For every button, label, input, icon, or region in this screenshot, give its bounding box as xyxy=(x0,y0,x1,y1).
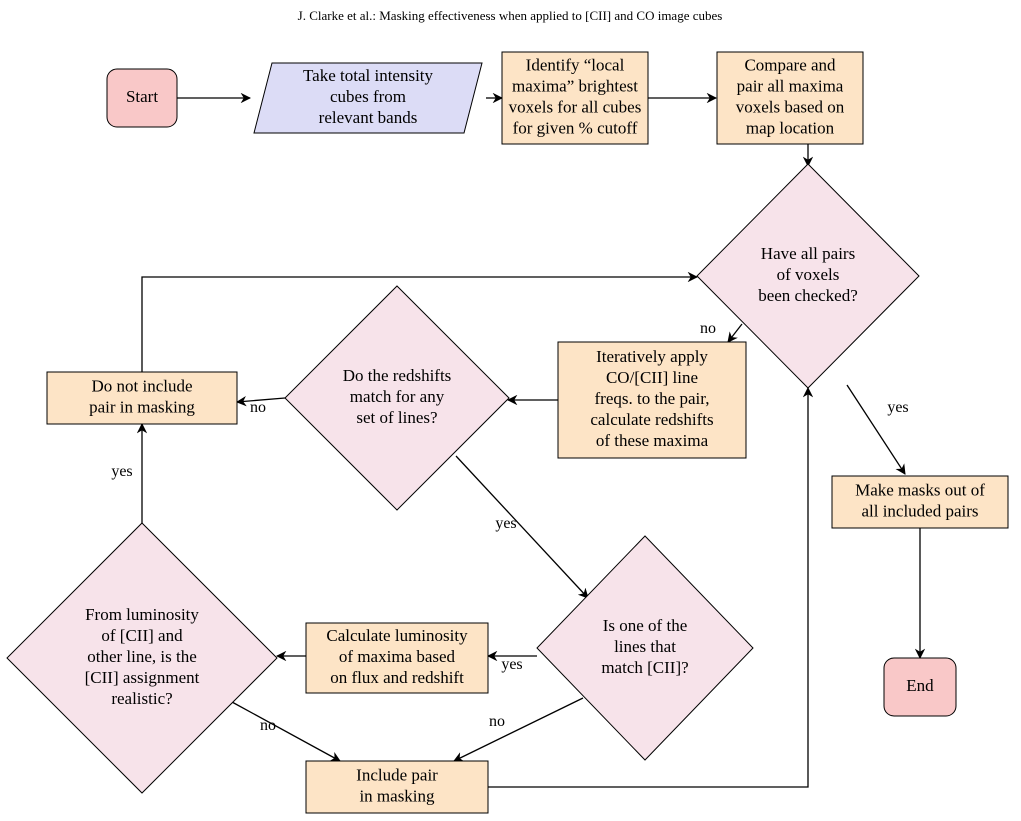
node-shape-calc_lum xyxy=(305,622,489,694)
node-shape-include_pair xyxy=(305,760,489,814)
edges-layer xyxy=(136,92,926,788)
node-shape-make_masks xyxy=(831,475,1009,529)
node-text-make_masks: all included pairs xyxy=(861,501,978,520)
node-text-compare_pair: voxels based on xyxy=(736,97,845,116)
node-shape-is_cii xyxy=(536,535,754,761)
node-text-make_masks: Make masks out of xyxy=(855,480,985,499)
node-text-include_pair: in masking xyxy=(359,786,435,805)
node-realistic: From luminosity of [CII] and other line, i… xyxy=(6,522,278,794)
node-shape-realistic xyxy=(6,522,278,794)
node-take_cubes: Take total intensity cubes from relevant b… xyxy=(253,62,483,134)
node-text-apply_freqs: freqs. to the pair, xyxy=(595,389,710,408)
edge-label-is_cii-to-include_pair: no xyxy=(489,713,505,730)
node-text-not_include: Do not include xyxy=(91,376,192,395)
edge-labels-layer: no yes no yes yes no yes no xyxy=(111,320,908,734)
node-shape-compare_pair xyxy=(716,51,864,145)
edge-label-is_cii-to-calc_lum: yes xyxy=(501,656,522,673)
node-text-identify_maxima: maxima” brightest xyxy=(512,76,638,95)
node-shape-identify_maxima xyxy=(501,51,649,145)
node-text-apply_freqs: of these maxima xyxy=(596,431,709,450)
node-text-calc_lum: Calculate luminosity xyxy=(326,626,468,645)
edge-realistic-to-include_pair xyxy=(231,701,341,762)
node-include_pair: Include pair in masking xyxy=(305,760,489,814)
node-text-identify_maxima: voxels for all cubes xyxy=(509,97,642,116)
node-shape-end xyxy=(883,657,957,717)
node-text-realistic: [CII] assignment xyxy=(85,668,200,687)
node-shape-take_cubes xyxy=(253,62,483,134)
node-shape-redshifts_match xyxy=(284,285,510,511)
node-text-calc_lum: of maxima based xyxy=(339,647,456,666)
node-redshifts_match: Do the redshifts match for any set of line… xyxy=(284,285,510,511)
node-text-start: Start xyxy=(126,87,158,106)
node-text-take_cubes: relevant bands xyxy=(319,108,418,127)
node-text-apply_freqs: CO/[CII] line xyxy=(606,368,698,387)
node-make_masks: Make masks out of all included pairs xyxy=(831,475,1009,529)
node-shape-start xyxy=(106,68,178,128)
node-identify_maxima: Identify “local maxima” brightest voxels f… xyxy=(501,51,649,145)
node-text-not_include: pair in masking xyxy=(89,397,195,416)
node-text-realistic: of [CII] and xyxy=(101,626,183,645)
edge-include_pair-to-all_checked xyxy=(488,386,814,788)
edge-not_include-to-all_checked xyxy=(141,271,699,372)
node-text-compare_pair: map location xyxy=(746,118,835,137)
node-text-realistic: realistic? xyxy=(111,689,172,708)
node-text-is_cii: match [CII]? xyxy=(601,658,688,677)
node-text-take_cubes: Take total intensity xyxy=(303,66,434,85)
node-text-identify_maxima: for given % cutoff xyxy=(513,118,638,137)
node-all_checked: Have all pairs of voxels been checked? xyxy=(696,163,920,389)
node-text-is_cii: Is one of the xyxy=(603,616,688,635)
node-start: Start xyxy=(106,68,178,128)
node-text-compare_pair: Compare and xyxy=(744,55,836,74)
edge-label-all_checked-to-make_masks: yes xyxy=(887,399,908,416)
running-header: J. Clarke et al.: Masking effectiveness … xyxy=(298,8,723,23)
edge-label-redshifts_match-to-is_cii: yes xyxy=(495,515,516,532)
node-text-redshifts_match: match for any xyxy=(350,387,445,406)
node-compare_pair: Compare and pair all maxima voxels based o… xyxy=(716,51,864,145)
node-text-calc_lum: on flux and redshift xyxy=(330,668,464,687)
nodes-layer: Start Take total intensity cubes from relev… xyxy=(6,51,1009,814)
edge-label-realistic-to-include_pair: no xyxy=(260,717,276,734)
node-text-redshifts_match: Do the redshifts xyxy=(343,366,452,385)
node-is_cii: Is one of the lines that match [CII]? xyxy=(536,535,754,761)
edge-all_checked-to-make_masks xyxy=(846,384,906,475)
edge-label-all_checked-to-apply_freqs: no xyxy=(700,320,716,337)
node-shape-all_checked xyxy=(696,163,920,389)
edge-is_cii-to-include_pair xyxy=(453,697,584,762)
edge-label-redshifts_match-to-not_include: no xyxy=(250,399,266,416)
node-text-apply_freqs: calculate redshifts xyxy=(590,410,713,429)
node-text-compare_pair: pair all maxima xyxy=(737,76,844,95)
node-text-redshifts_match: set of lines? xyxy=(356,408,437,427)
node-end: End xyxy=(883,657,957,717)
node-text-all_checked: been checked? xyxy=(758,286,858,305)
node-text-realistic: other line, is the xyxy=(87,647,197,666)
node-shape-not_include xyxy=(46,371,238,425)
node-text-all_checked: Have all pairs xyxy=(761,244,855,263)
edge-label-realistic-to-not_include: yes xyxy=(111,463,132,480)
node-text-all_checked: of voxels xyxy=(777,265,840,284)
node-text-take_cubes: cubes from xyxy=(330,87,406,106)
node-text-apply_freqs: Iteratively apply xyxy=(596,347,708,366)
edge-redshifts_match-to-is_cii xyxy=(455,455,589,599)
edge-all_checked-to-apply_freqs xyxy=(727,323,743,343)
node-not_include: Do not include pair in masking xyxy=(46,371,238,425)
node-text-realistic: From luminosity xyxy=(85,605,199,624)
node-text-end: End xyxy=(906,676,934,695)
edge-redshifts_match-to-not_include xyxy=(235,396,286,407)
node-text-include_pair: Include pair xyxy=(356,765,438,784)
node-calc_lum: Calculate luminosity of maxima based on fl… xyxy=(305,622,489,694)
node-text-is_cii: lines that xyxy=(614,637,676,656)
node-text-identify_maxima: Identify “local xyxy=(526,55,625,74)
node-shape-apply_freqs xyxy=(557,341,747,459)
